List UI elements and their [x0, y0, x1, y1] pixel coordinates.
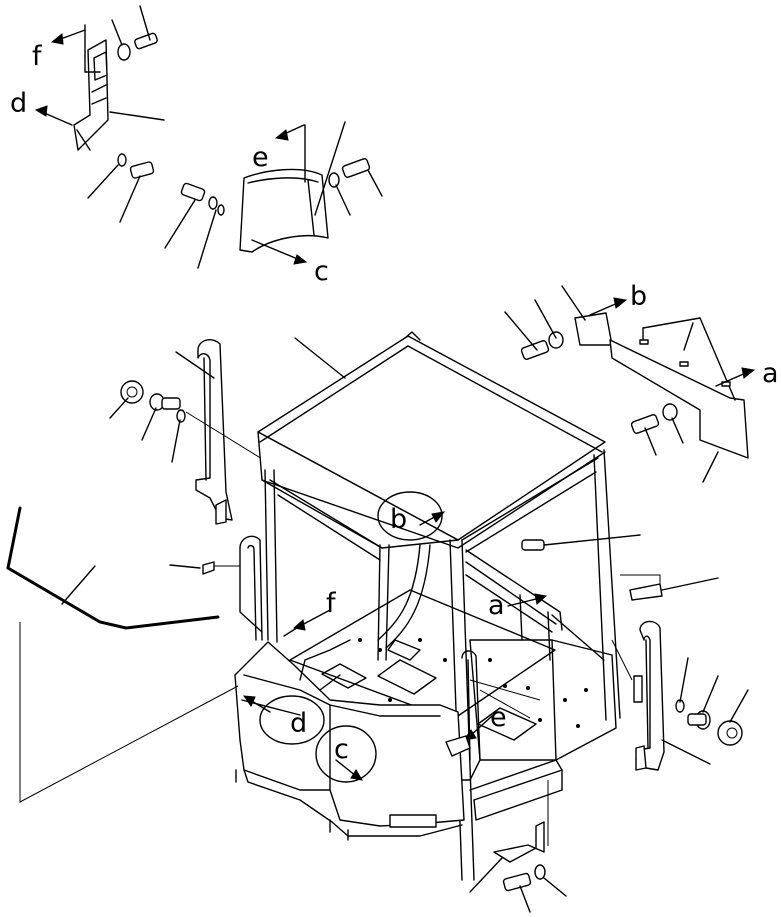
bolt-bottom	[502, 864, 546, 892]
callout-ring-d	[242, 695, 325, 745]
arrow-f-top	[50, 29, 86, 45]
leader-lines-top-right	[504, 285, 719, 483]
leader-lines-top-left	[76, 5, 165, 223]
rear-window-frame	[465, 549, 605, 661]
handrail-right	[633, 620, 665, 771]
arrow-b-top	[589, 297, 628, 316]
cab-frame	[264, 449, 621, 881]
small-plate-left	[169, 561, 240, 575]
small-plate-right	[620, 574, 719, 601]
callout-f-top: f	[32, 41, 43, 72]
roof-leader	[294, 337, 346, 379]
leader-lines-bottom	[469, 857, 567, 913]
arrow-d-top	[34, 105, 73, 126]
rear-cover-a-b	[574, 312, 749, 459]
callout-d-top: d	[10, 88, 27, 119]
callout-e-mid: e	[490, 702, 507, 733]
door-latch	[445, 735, 471, 757]
leader-lines-left	[109, 351, 281, 471]
arrow-a-top	[715, 367, 756, 387]
curved-panel-c-e	[239, 168, 329, 253]
callout-b-top: b	[630, 281, 647, 312]
bracket-bottom	[493, 780, 549, 863]
bolts-center	[180, 158, 371, 216]
callout-c-top: c	[314, 256, 329, 287]
callout-b-mid: b	[390, 504, 407, 535]
callout-e-top: e	[252, 142, 269, 173]
bolt-top-left	[117, 32, 158, 179]
handrail-left	[195, 339, 233, 525]
guard-rod	[6, 506, 220, 630]
callout-f-mid: f	[326, 588, 337, 619]
arrow-f-mid	[283, 609, 331, 637]
bracket-d-f	[73, 39, 109, 151]
cab-roof	[257, 331, 606, 549]
nuts-right	[675, 699, 743, 746]
handrail-door	[461, 650, 481, 781]
nuts-left	[120, 380, 186, 423]
arrow-a-mid	[507, 593, 548, 607]
arrow-c-top	[251, 239, 308, 265]
leader-lines-center	[164, 121, 383, 269]
callout-a-mid: a	[488, 590, 505, 621]
callout-c-mid: c	[334, 734, 349, 765]
callout-d-mid: d	[290, 708, 307, 739]
leader-lines-right	[611, 639, 749, 765]
cab-front-lower	[234, 639, 465, 841]
callout-ring-b	[377, 491, 446, 541]
bolt-window	[521, 534, 641, 551]
callout-ring-c	[315, 725, 377, 783]
rod-leader	[19, 565, 239, 803]
arrow-e-top	[274, 124, 305, 141]
callout-a-top: a	[762, 358, 779, 389]
cab-right-wall	[469, 639, 617, 821]
handrail-side-left	[239, 535, 263, 641]
